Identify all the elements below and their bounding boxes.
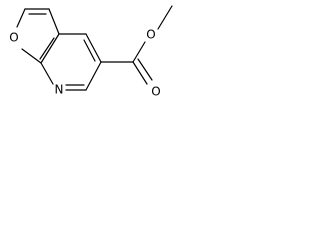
bond-carbonyl-o-double-b <box>137 58 153 81</box>
bond-n7-c7a <box>40 62 54 85</box>
furan-oxygen-label: O <box>9 31 18 45</box>
bond-c7a-o1 <box>21 48 42 64</box>
pyridine-nitrogen-label: N <box>55 83 64 97</box>
ester-oxygen-label: O <box>146 28 155 42</box>
bond-c4-c5 <box>85 33 102 63</box>
bond-o1-c2 <box>16 8 26 28</box>
bond-c4-c5-double <box>83 39 96 62</box>
bond-ester-o-methyl <box>157 5 173 30</box>
bond-carbonyl-o-double-a <box>132 61 148 85</box>
chemical-structure: O N O O <box>9 5 173 99</box>
bond-c3-c3a <box>48 8 60 35</box>
bond-c3a-c7a-double <box>39 37 55 60</box>
bond-carbonyl-ester-o <box>132 41 146 63</box>
bond-c3a-c7a <box>40 33 60 64</box>
bond-c5-c6 <box>85 61 102 91</box>
carbonyl-oxygen-label: O <box>151 85 160 99</box>
